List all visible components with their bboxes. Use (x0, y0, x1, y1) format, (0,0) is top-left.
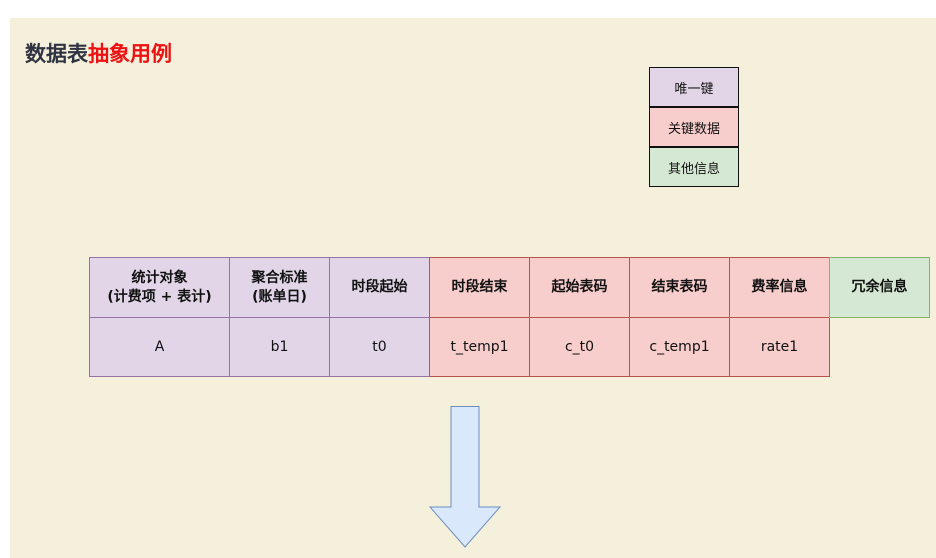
legend: 唯一键 关键数据 其他信息 (649, 67, 739, 187)
data-table: 统计对象 (计费项 + 表计) A 聚合标准 (账单日) b1 时段起始 t0 … (89, 257, 930, 377)
header-rate-info: 费率信息 (729, 257, 830, 318)
column-period-start: 时段起始 t0 (329, 257, 430, 377)
header-period-start: 时段起始 (329, 257, 430, 318)
header-period-end: 时段结束 (429, 257, 530, 318)
column-rate-info: 费率信息 rate1 (729, 257, 830, 377)
value-period-end: t_temp1 (429, 317, 530, 377)
column-redundant-info: 冗余信息 (829, 257, 930, 377)
value-end-reading: c_temp1 (629, 317, 730, 377)
column-start-reading: 起始表码 c_t0 (529, 257, 630, 377)
header-redundant-info: 冗余信息 (829, 257, 930, 318)
legend-key-data: 关键数据 (649, 107, 739, 147)
value-stat-object: A (89, 317, 230, 377)
header-end-reading: 结束表码 (629, 257, 730, 318)
column-end-reading: 结束表码 c_temp1 (629, 257, 730, 377)
diagram-title: 数据表抽象用例 (25, 38, 172, 68)
header-stat-object: 统计对象 (计费项 + 表计) (89, 257, 230, 318)
title-part2: 抽象用例 (88, 42, 172, 66)
down-arrow-icon (429, 406, 501, 548)
header-start-reading: 起始表码 (529, 257, 630, 318)
column-stat-object: 统计对象 (计费项 + 表计) A (89, 257, 230, 377)
value-start-reading: c_t0 (529, 317, 630, 377)
column-period-end: 时段结束 t_temp1 (429, 257, 530, 377)
legend-other-info: 其他信息 (649, 147, 739, 187)
value-rate-info: rate1 (729, 317, 830, 377)
column-aggregation: 聚合标准 (账单日) b1 (229, 257, 330, 377)
value-period-start: t0 (329, 317, 430, 377)
legend-unique-key: 唯一键 (649, 67, 739, 107)
title-part1: 数据表 (25, 42, 88, 66)
value-aggregation: b1 (229, 317, 330, 377)
header-aggregation: 聚合标准 (账单日) (229, 257, 330, 318)
